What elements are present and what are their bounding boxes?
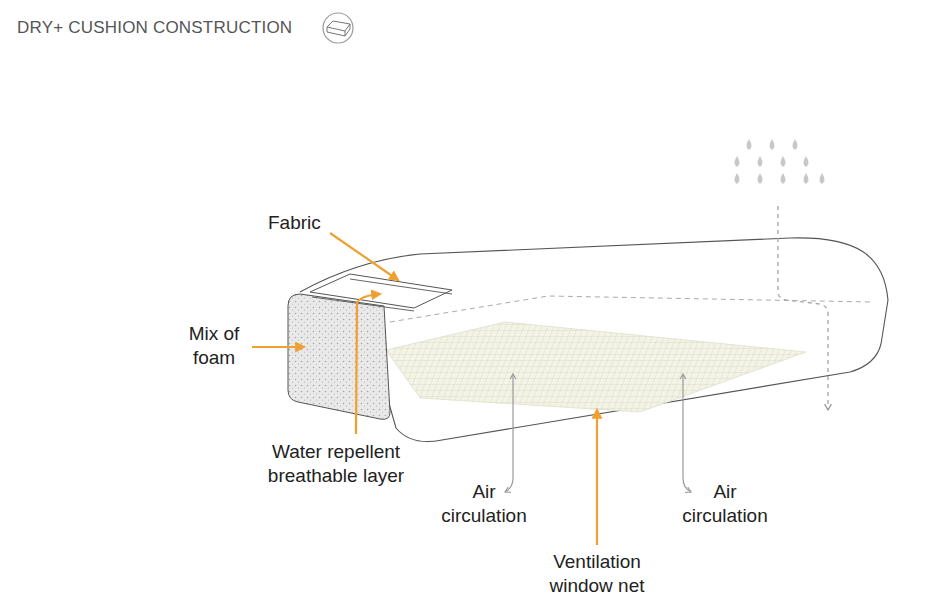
part-label: Mix of foam <box>172 322 256 370</box>
raindrop <box>735 173 740 184</box>
air-arrow <box>505 374 513 492</box>
part-label: Ventilation window net <box>532 550 662 598</box>
part-label: Fabric <box>268 211 321 235</box>
layer-dash <box>390 296 872 322</box>
leader-line <box>356 294 380 434</box>
raindrop <box>747 139 752 150</box>
ventilation-net <box>386 322 806 412</box>
foam-cutaway <box>288 294 390 419</box>
raindrops <box>735 139 825 184</box>
raindrop <box>781 156 786 167</box>
raindrop <box>793 139 798 150</box>
raindrop <box>758 173 763 184</box>
raindrop <box>804 156 809 167</box>
air-arrow <box>683 374 691 492</box>
breathable-layer <box>312 279 452 311</box>
leader-line <box>596 410 598 545</box>
cushion-icon <box>323 13 353 43</box>
water-path <box>778 206 828 410</box>
raindrop <box>804 173 809 184</box>
raindrop <box>820 173 825 184</box>
raindrop <box>770 139 775 150</box>
part-label: Air circulation <box>434 480 534 528</box>
leader-line <box>252 346 304 348</box>
raindrop <box>781 173 786 184</box>
diagram-title: DRY+ CUSHION CONSTRUCTION <box>17 18 292 38</box>
part-label: Water repellent breathable layer <box>246 440 426 488</box>
raindrop <box>735 156 740 167</box>
leader-line <box>330 233 398 280</box>
raindrop <box>758 156 763 167</box>
part-label: Air circulation <box>675 480 775 528</box>
